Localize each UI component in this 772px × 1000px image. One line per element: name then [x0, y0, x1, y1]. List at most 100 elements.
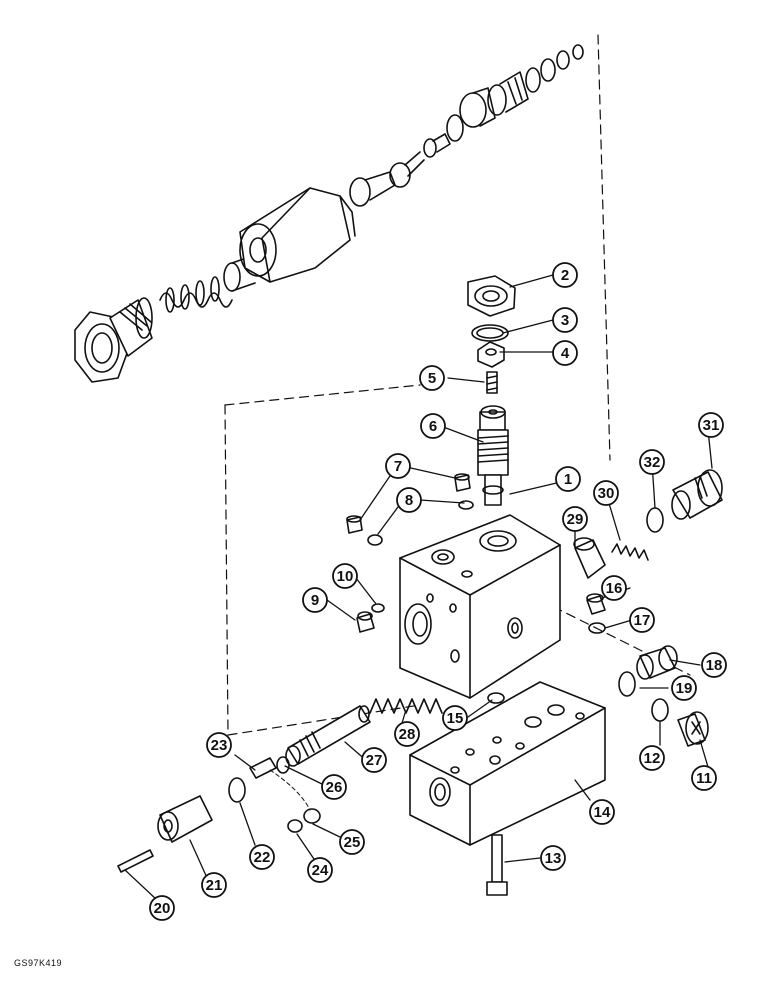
callout-number: 21: [206, 877, 223, 894]
callout-number: 30: [598, 485, 615, 502]
callout-number: 8: [405, 492, 413, 509]
callout-number: 1: [564, 471, 572, 488]
plunger-spring-part: [611, 543, 649, 561]
callout-circle: [540, 845, 566, 871]
callout-13: 13: [540, 845, 566, 871]
callout-circle: [361, 747, 387, 773]
callout-25: 25: [339, 829, 365, 855]
lock-nut-part: [477, 341, 505, 368]
callout-29: 29: [562, 506, 588, 532]
callouts: 1234567891011121314151617181920212223242…: [149, 262, 727, 921]
callout-number: 23: [211, 737, 228, 754]
callout-number: 9: [311, 592, 319, 609]
callout-20: 20: [149, 895, 175, 921]
callout-31: 31: [698, 412, 724, 438]
callout-circle: [701, 652, 727, 678]
callout-number: 29: [567, 511, 584, 528]
callout-number: 15: [447, 710, 464, 727]
small-washer-part: [303, 808, 321, 824]
main-valve-block-part: [399, 514, 561, 699]
hex-plug-part: [467, 275, 516, 317]
callout-number: 16: [606, 580, 623, 597]
callout-4: 4: [552, 340, 578, 366]
callout-number: 18: [706, 657, 723, 674]
callout-circle: [149, 895, 175, 921]
callout-number: 28: [399, 726, 416, 743]
callout-5: 5: [419, 365, 445, 391]
callout-circle: [698, 412, 724, 438]
callout-number: 24: [312, 862, 329, 879]
callout-circle: [552, 340, 578, 366]
valve-spring-part: [369, 698, 443, 714]
plug-screw-part: [346, 473, 471, 534]
callout-circle: [555, 466, 581, 492]
callout-circle: [671, 675, 697, 701]
callout-circle: [552, 262, 578, 288]
port-seal-part: [618, 671, 636, 697]
callout-1: 1: [555, 466, 581, 492]
mounting-bolt-part: [486, 834, 508, 896]
callout-circle: [394, 721, 420, 747]
manifold-seal-part: [487, 692, 505, 704]
callout-6: 6: [420, 413, 446, 439]
callout-circle: [321, 774, 347, 800]
callout-circle: [442, 705, 468, 731]
callout-circle: [419, 365, 445, 391]
manifold-block-part: [409, 681, 606, 846]
callout-circle: [589, 799, 615, 825]
callout-number: 27: [366, 752, 383, 769]
callout-17: 17: [629, 607, 655, 633]
callout-number: 5: [428, 370, 436, 387]
fitting-part: [249, 757, 277, 779]
callout-number: 13: [545, 850, 562, 867]
end-plug-part: [671, 469, 723, 520]
callout-circle: [249, 844, 275, 870]
callout-11: 11: [691, 765, 717, 791]
callout-number: 25: [344, 834, 361, 851]
figure-reference: GS97K419: [14, 958, 63, 968]
callout-15: 15: [442, 705, 468, 731]
callout-circle: [339, 829, 365, 855]
callout-7: 7: [385, 453, 411, 479]
callout-number: 4: [561, 345, 570, 362]
plunger-part: [573, 537, 606, 579]
callout-number: 31: [703, 417, 720, 434]
callout-circle: [691, 765, 717, 791]
port-plug-part: [636, 645, 678, 680]
callout-number: 14: [594, 804, 611, 821]
callout-circle: [552, 307, 578, 333]
callout-circle: [201, 872, 227, 898]
side-seal-part: [371, 603, 385, 613]
seal-ring-part: [458, 500, 474, 510]
callout-number: 3: [561, 312, 569, 329]
callout-19: 19: [671, 675, 697, 701]
callout-circle: [639, 745, 665, 771]
callout-circle: [206, 732, 232, 758]
callout-number: 6: [429, 418, 437, 435]
spool-seal-part: [276, 756, 290, 774]
callout-23: 23: [206, 732, 232, 758]
callout-22: 22: [249, 844, 275, 870]
callout-32: 32: [639, 449, 665, 475]
callout-circle: [385, 453, 411, 479]
callout-21: 21: [201, 872, 227, 898]
connector-block-part: [157, 795, 213, 843]
callout-number: 32: [644, 454, 661, 471]
plug-washer-part: [651, 698, 669, 722]
spool-part: [285, 705, 371, 767]
callout-28: 28: [394, 721, 420, 747]
callout-circle: [307, 857, 333, 883]
o-ring-part: [471, 324, 509, 342]
callout-3: 3: [552, 307, 578, 333]
small-o-ring-part: [287, 819, 303, 833]
callout-circle: [420, 413, 446, 439]
callout-number: 12: [644, 750, 661, 767]
long-screw-part: [117, 849, 154, 873]
relief-valve-cartridge-exploded: [74, 44, 584, 383]
callout-8: 8: [396, 487, 422, 513]
callout-10: 10: [332, 563, 358, 589]
callout-26: 26: [321, 774, 347, 800]
callout-circle: [562, 506, 588, 532]
socket-plug-part: [677, 711, 709, 747]
